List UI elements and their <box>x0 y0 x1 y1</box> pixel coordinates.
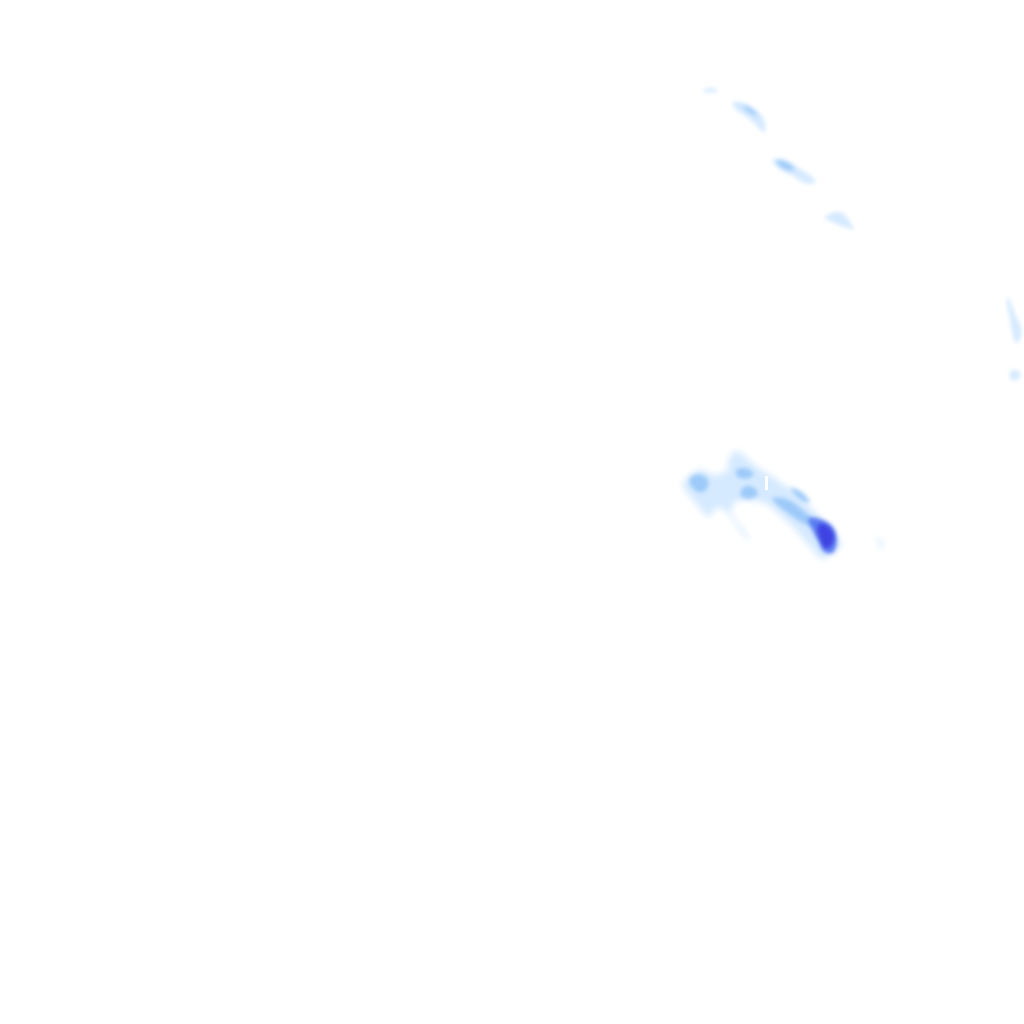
echo-cell <box>1006 296 1022 344</box>
echo-cell <box>732 101 766 133</box>
echo-core <box>776 160 795 171</box>
central-east-echo-cluster <box>682 451 883 560</box>
echo-core <box>742 106 758 116</box>
cluster-intense-core <box>817 523 834 549</box>
echo-cell <box>689 474 709 493</box>
echo-cell <box>740 486 758 499</box>
echo-cell <box>877 536 883 550</box>
echo-cell <box>1010 369 1021 381</box>
echo-cell <box>817 523 834 549</box>
cluster-light-band <box>682 451 883 560</box>
echo-cell <box>736 467 754 479</box>
echo-cell <box>824 211 854 230</box>
echo-cell <box>682 451 842 560</box>
echo-cell <box>702 88 719 93</box>
echo-cell <box>772 497 818 528</box>
echo-gap-mark <box>765 476 768 490</box>
echo-cell <box>790 488 810 503</box>
east-edge-echoes <box>1006 296 1022 381</box>
northeast-arc-cores <box>742 106 795 171</box>
cluster-moderate-band <box>689 467 818 528</box>
